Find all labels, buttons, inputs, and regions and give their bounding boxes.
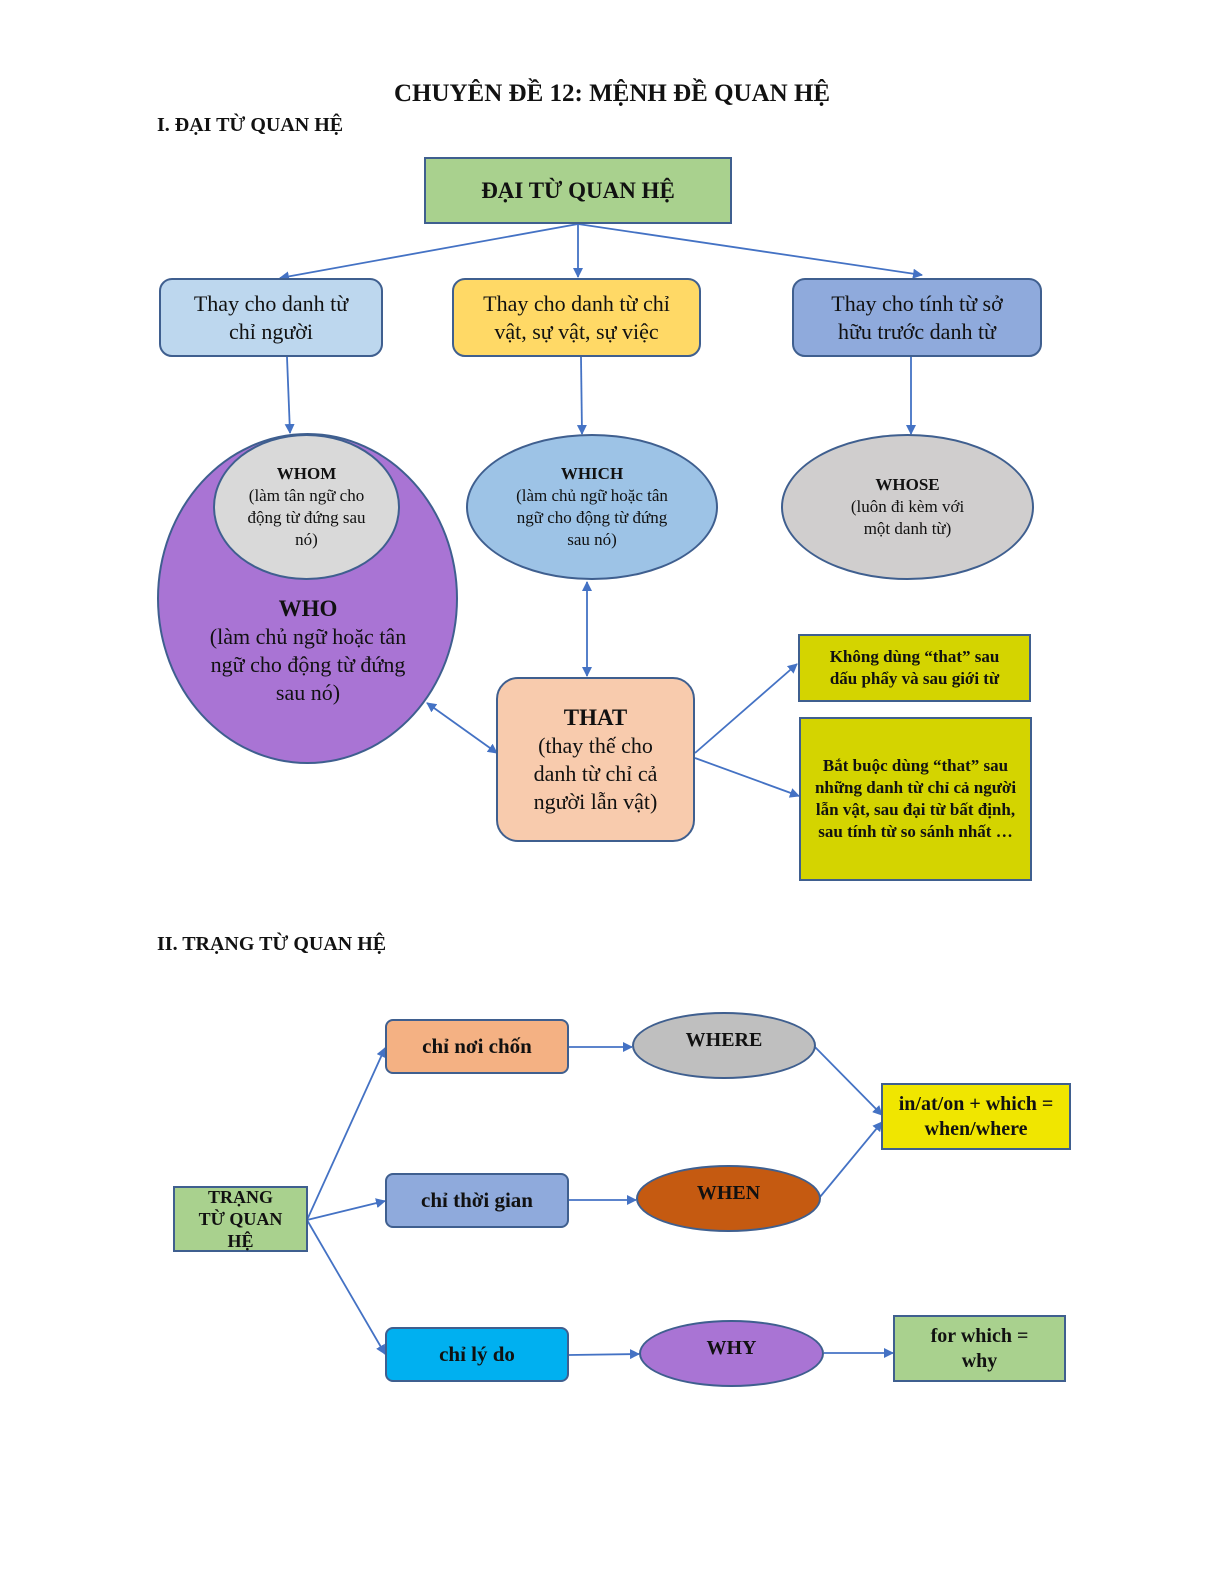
arrow-thing-which	[576, 356, 587, 435]
arrow-when-prep	[819, 1121, 883, 1198]
node-place: chỉ nơi chốn	[385, 1019, 569, 1074]
arrow-that-note2	[694, 757, 800, 798]
node-thing: Thay cho danh từ chỉ vật, sự vật, sự việ…	[452, 278, 701, 357]
arrow-that-note1	[694, 663, 798, 754]
who-desc: (làm chủ ngữ hoặc tân ngữ cho động từ đứ…	[209, 624, 407, 705]
node-which: WHICH (làm chủ ngữ hoặc tân ngữ cho động…	[466, 434, 718, 580]
whom-desc: (làm tân ngữ cho động từ đứng sau nó)	[247, 486, 366, 549]
that-name: THAT	[563, 704, 628, 730]
arrow-root-place	[306, 1047, 386, 1221]
arrow-root-possessive	[577, 223, 923, 279]
page-title: CHUYÊN ĐỀ 12: MỆNH ĐỀ QUAN HỆ	[393, 80, 831, 107]
node-why: WHY	[639, 1320, 824, 1387]
who-name: WHO	[278, 596, 338, 621]
node-possessive: Thay cho tính từ sở hữu trước danh từ	[792, 278, 1042, 357]
arrow-root-reason	[306, 1219, 386, 1355]
node-when: WHEN	[636, 1165, 821, 1232]
node-pronouns-root: ĐẠI TỪ QUAN HỆ	[424, 157, 732, 224]
whose-name: WHOSE	[875, 475, 940, 494]
node-that: THAT (thay thế cho danh từ chỉ cả người …	[496, 677, 695, 842]
node-for-which: for which = why	[893, 1315, 1066, 1382]
arrow-who-that	[426, 702, 498, 754]
node-person: Thay cho danh từ chỉ người	[159, 278, 383, 357]
section-heading-adverbs: II. TRẠNG TỪ QUAN HỆ	[157, 933, 387, 955]
arrow-root-time	[306, 1198, 386, 1221]
arrow-where-prep	[814, 1046, 883, 1116]
arrow-person-whom	[284, 356, 295, 434]
arrow-reason-why	[568, 1349, 640, 1360]
node-adverbs-root: TRẠNG TỪ QUAN HỆ	[173, 1186, 308, 1252]
node-time: chỉ thời gian	[385, 1173, 569, 1228]
which-name: WHICH	[560, 464, 624, 483]
note-no-that: Không dùng “that” sau dấu phẩy và sau gi…	[798, 634, 1031, 702]
node-whose: WHOSE (luôn đi kèm với một danh từ)	[781, 434, 1034, 580]
node-reason: chỉ lý do	[385, 1327, 569, 1382]
whom-name: WHOM	[276, 464, 337, 483]
node-where: WHERE	[632, 1012, 816, 1079]
node-prep-which: in/at/on + which = when/where	[881, 1083, 1071, 1150]
which-desc: (làm chủ ngữ hoặc tân ngữ cho động từ đứ…	[516, 486, 668, 549]
section-heading-pronouns: I. ĐẠI TỪ QUAN HỆ	[157, 114, 344, 136]
that-desc: (thay thế cho danh từ chỉ cả người lẫn v…	[533, 732, 658, 814]
note-must-that: Bắt buộc dùng “that” sau những danh từ c…	[799, 717, 1032, 881]
node-whom: WHOM (làm tân ngữ cho động từ đứng sau n…	[213, 434, 400, 580]
arrow-root-person	[279, 223, 579, 282]
whose-desc: (luôn đi kèm với một danh từ)	[850, 497, 965, 538]
